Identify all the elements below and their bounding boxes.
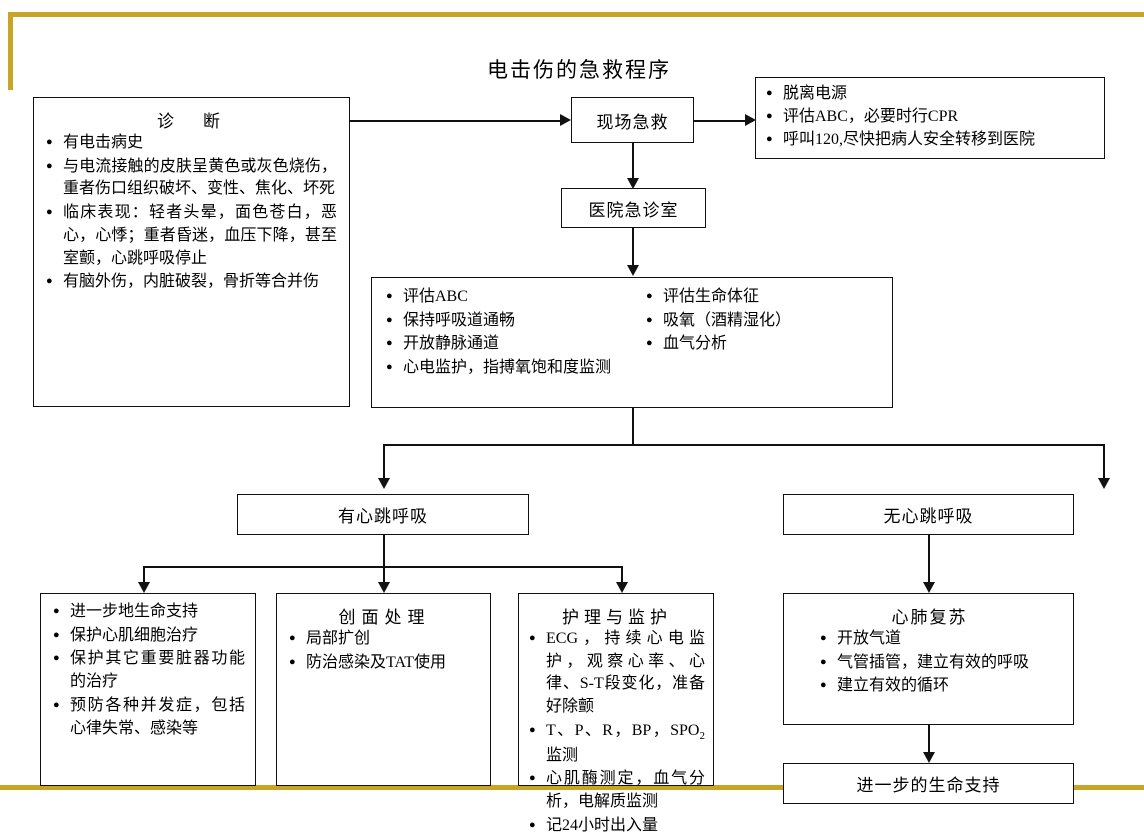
arrowhead-with-pulse bbox=[378, 478, 390, 489]
connector-split-right bbox=[1103, 444, 1105, 484]
list-item: 呼叫120,尽快把病人安全转移到医院 bbox=[766, 129, 1094, 151]
er-label: 医院急诊室 bbox=[588, 200, 679, 220]
list-item: 局部扩创 bbox=[289, 628, 480, 651]
list-item: 评估ABC，必要时行CPR bbox=[766, 106, 1094, 128]
list-item: 有脑外伤，内脏破裂，骨折等合并伤 bbox=[46, 271, 337, 294]
nursing-item-spo2-text: T、P、R，BP，SPO2监测 bbox=[546, 721, 705, 764]
list-item: 开放气道 bbox=[820, 628, 1063, 651]
node-on-site-detail[interactable]: 脱离电源 评估ABC，必要时行CPR 呼叫120,尽快把病人安全转移到医院 bbox=[755, 77, 1105, 159]
node-with-pulse[interactable]: 有心跳呼吸 bbox=[237, 494, 529, 535]
wound-care-title: 创面处理 bbox=[338, 608, 431, 627]
connector-cpr-to-advanced bbox=[928, 725, 930, 759]
node-emergency-room[interactable]: 医院急诊室 bbox=[561, 188, 706, 228]
nursing-title: 护理与监护 bbox=[562, 608, 672, 627]
node-without-pulse[interactable]: 无心跳呼吸 bbox=[783, 494, 1074, 535]
life-support-list: 进一步地生命支持 保护心肌细胞治疗 保护其它重要脏器功能的治疗 预防各种并发症，… bbox=[53, 601, 245, 740]
er-actions-left-list: 评估ABC 保持呼吸道通畅 开放静脉通道 bbox=[386, 286, 636, 356]
connector-split-left bbox=[383, 444, 385, 484]
gold-rule-left bbox=[8, 12, 13, 90]
connector-diagnosis-to-onsite bbox=[349, 120, 562, 122]
node-cpr[interactable]: 心肺复苏 开放气道 气管插管，建立有效的呼吸 建立有效的循环 bbox=[783, 593, 1074, 725]
arrowhead-onsite-detail bbox=[745, 114, 756, 126]
list-item: 预防各种并发症，包括心律失常、感染等 bbox=[53, 695, 245, 740]
list-item: 脱离电源 bbox=[766, 83, 1094, 105]
arrowhead-er-top bbox=[627, 178, 639, 189]
arrowhead-cpr bbox=[923, 582, 935, 593]
connector-onsite-to-detail bbox=[694, 120, 753, 122]
connector-er-to-actions bbox=[632, 228, 634, 273]
node-life-support[interactable]: 进一步地生命支持 保护心肌细胞治疗 保护其它重要脏器功能的治疗 预防各种并发症，… bbox=[40, 593, 256, 786]
list-item: 气管插管，建立有效的呼吸 bbox=[820, 652, 1063, 675]
diagnosis-list: 有电击病史 与电流接触的皮肤呈黄色或灰色烧伤，重者伤口组织破坏、变性、焦化、坏死… bbox=[46, 132, 337, 294]
list-item: 保护心肌细胞治疗 bbox=[53, 625, 245, 648]
list-item: 心电监护，指搏氧饱和度监测 bbox=[386, 357, 892, 380]
on-site-label: 现场急救 bbox=[596, 112, 669, 132]
list-item: 开放静脉通道 bbox=[386, 333, 636, 356]
arrowhead-wound-care bbox=[378, 582, 390, 593]
arrowhead-advanced-support bbox=[923, 752, 935, 763]
list-item: 与电流接触的皮肤呈黄色或灰色烧伤，重者伤口组织破坏、变性、焦化、坏死 bbox=[46, 156, 337, 201]
without-pulse-label: 无心跳呼吸 bbox=[883, 507, 974, 526]
er-actions-right-list: 评估生命体征 吸氧（酒精湿化） 血气分析 bbox=[646, 286, 896, 356]
arrowhead-onsite-left bbox=[560, 114, 571, 126]
list-item: 评估ABC bbox=[386, 286, 636, 309]
list-item: 心肌酶测定，血气分析，电解质监测 bbox=[529, 768, 705, 813]
nursing-list: ECG，持续心电监护，观察心率、心律、S-T段变化，准备好除颤 T、P、R，BP… bbox=[529, 628, 705, 838]
list-item: 评估生命体征 bbox=[646, 286, 896, 309]
page-title: 电击伤的急救程序 bbox=[487, 58, 671, 82]
connector-split-bus bbox=[383, 444, 1105, 446]
node-er-actions[interactable]: 评估ABC 保持呼吸道通畅 开放静脉通道 评估生命体征 吸氧（酒精湿化） 血气分… bbox=[371, 277, 893, 408]
list-item: 血气分析 bbox=[646, 333, 896, 356]
cpr-list: 开放气道 气管插管，建立有效的呼吸 建立有效的循环 bbox=[796, 628, 1063, 698]
connector-onsite-to-er bbox=[632, 143, 634, 187]
er-actions-full-width-list: 心电监护，指搏氧饱和度监测 bbox=[372, 357, 892, 380]
connector-child3-drop bbox=[621, 566, 623, 589]
diagnosis-title: 诊 断 bbox=[157, 112, 226, 131]
list-item: 保护其它重要脏器功能的治疗 bbox=[53, 648, 245, 693]
node-on-site-rescue[interactable]: 现场急救 bbox=[571, 97, 694, 143]
connector-withoutpulse-to-cpr bbox=[928, 535, 930, 589]
with-pulse-label: 有心跳呼吸 bbox=[338, 507, 428, 526]
connector-withpulse-down bbox=[383, 535, 385, 567]
list-item: T、P、R，BP，SPO2监测 bbox=[529, 720, 705, 768]
er-actions-columns: 评估ABC 保持呼吸道通畅 开放静脉通道 评估生命体征 吸氧（酒精湿化） 血气分… bbox=[372, 286, 892, 357]
advanced-support-label: 进一步的生命支持 bbox=[856, 776, 1001, 795]
gold-rule-top bbox=[8, 12, 1144, 17]
cpr-title: 心肺复苏 bbox=[891, 608, 968, 627]
node-nursing-monitoring[interactable]: 护理与监护 ECG，持续心电监护，观察心率、心律、S-T段变化，准备好除颤 T、… bbox=[518, 593, 714, 836]
list-item: 防治感染及TAT使用 bbox=[289, 652, 480, 675]
list-item: 吸氧（酒精湿化） bbox=[646, 310, 896, 333]
arrowhead-without-pulse bbox=[1098, 478, 1110, 489]
wound-care-list: 局部扩创 防治感染及TAT使用 bbox=[289, 628, 480, 674]
list-item: 记24小时出入量 bbox=[529, 815, 705, 838]
connector-child2-drop bbox=[383, 566, 385, 589]
arrowhead-actions-top bbox=[627, 265, 639, 276]
connector-child1-drop bbox=[143, 566, 145, 589]
on-site-detail-list: 脱离电源 评估ABC，必要时行CPR 呼叫120,尽快把病人安全转移到医院 bbox=[766, 83, 1094, 151]
node-diagnosis[interactable]: 诊 断 有电击病史 与电流接触的皮肤呈黄色或灰色烧伤，重者伤口组织破坏、变性、焦… bbox=[33, 97, 350, 407]
list-item: 有电击病史 bbox=[46, 132, 337, 155]
node-wound-care[interactable]: 创面处理 局部扩创 防治感染及TAT使用 bbox=[276, 593, 491, 786]
arrowhead-life-support bbox=[138, 582, 150, 593]
list-item: 进一步地生命支持 bbox=[53, 601, 245, 624]
connector-actions-down bbox=[632, 408, 634, 445]
list-item: ECG，持续心电监护，观察心率、心律、S-T段变化，准备好除颤 bbox=[529, 628, 705, 719]
node-advanced-life-support[interactable]: 进一步的生命支持 bbox=[783, 763, 1074, 804]
list-item: 建立有效的循环 bbox=[820, 675, 1063, 698]
list-item: 保持呼吸道通畅 bbox=[386, 310, 636, 333]
list-item: 临床表现：轻者头晕，面色苍白，恶心，心悸；重者昏迷，血压下降，甚至室颤，心跳呼吸… bbox=[46, 202, 337, 270]
arrowhead-nursing bbox=[616, 582, 628, 593]
